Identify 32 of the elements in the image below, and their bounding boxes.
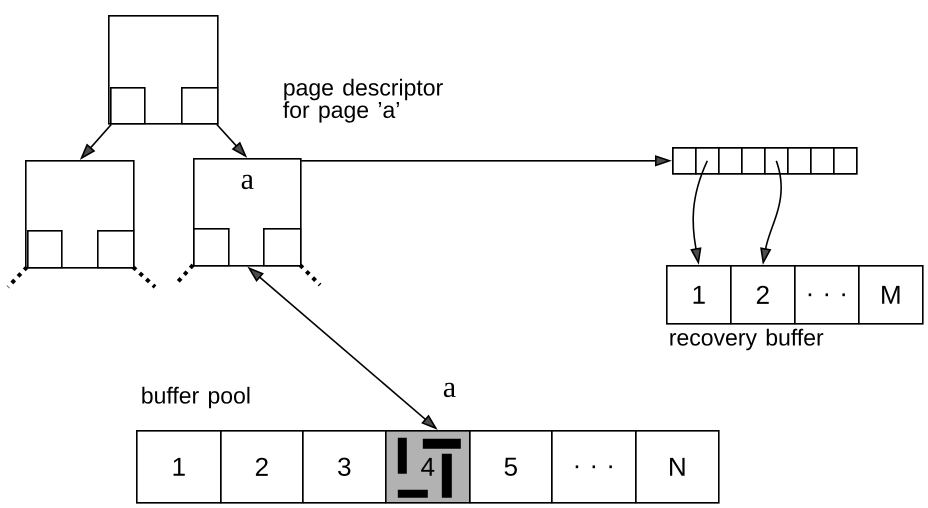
array-cell <box>787 147 812 175</box>
pointer-slot <box>27 230 63 269</box>
array-cell <box>672 147 697 175</box>
buffer-cell: 2 <box>730 265 796 325</box>
pointer-slot <box>181 87 219 125</box>
array-cell <box>718 147 743 175</box>
caption-text: recovery buffer <box>670 328 824 350</box>
buffer-cell: 2 <box>220 430 304 504</box>
buffer-cell: 5 <box>469 430 553 504</box>
tree-node-box: a <box>193 158 302 267</box>
pointer-slot <box>193 228 230 267</box>
pointer-slot <box>263 228 302 267</box>
tree-node-box <box>108 15 219 125</box>
buffer-cell: M <box>858 265 924 325</box>
array-cell <box>741 147 766 175</box>
buffer-cell: N <box>635 430 720 504</box>
buffer-cell: 1 <box>136 430 222 504</box>
buffer-cell: 1 <box>666 265 732 325</box>
page-letter: a <box>444 382 456 398</box>
buffer-cell: . . . <box>794 265 860 325</box>
array-cell <box>810 147 835 175</box>
caption-text: buffer pool <box>142 386 250 408</box>
array-cell <box>695 147 720 175</box>
buffer-cell: . . . <box>551 430 637 504</box>
buffer-cell: 4 <box>385 430 471 504</box>
caption-text: page descriptor for page ’a’ <box>283 78 443 123</box>
pointer-slot <box>97 230 135 269</box>
tree-node-box <box>25 160 135 269</box>
pointer-slot <box>110 87 146 125</box>
array-cell <box>833 147 858 175</box>
buffer-cell: 3 <box>302 430 387 504</box>
array-cell <box>764 147 789 175</box>
